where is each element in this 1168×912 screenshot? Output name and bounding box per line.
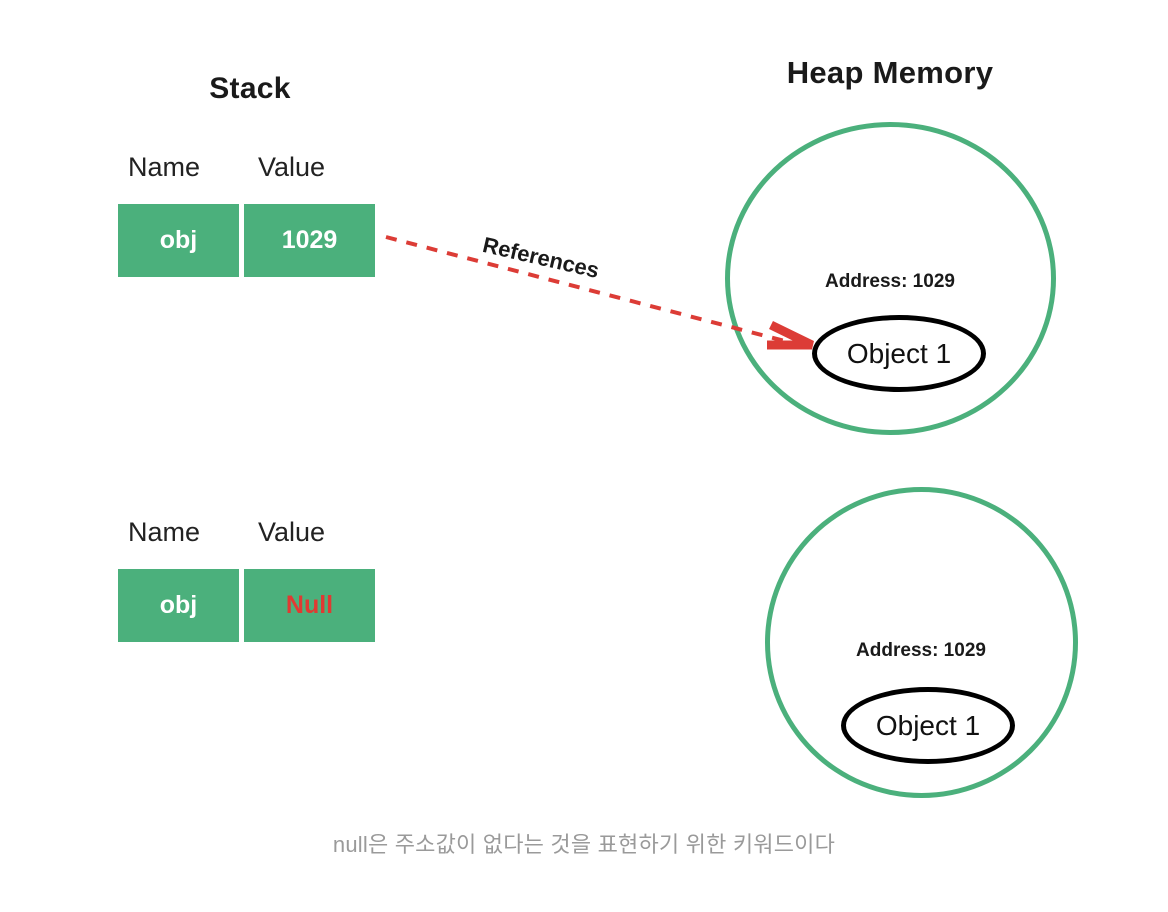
diagram-caption: null은 주소값이 없다는 것을 표현하기 위한 키워드이다: [332, 832, 836, 857]
column-header-value: Value: [258, 152, 326, 182]
stack-variable-name-1: obj: [118, 204, 239, 277]
stack-table-1: Name Value obj 1029: [118, 152, 376, 277]
stack-table-2: Name Value obj Null: [118, 517, 376, 642]
stack-header-row-2: Name Value: [118, 517, 376, 557]
heap-memory-title: Heap Memory: [786, 55, 994, 90]
stack-variable-value-2: Null: [244, 569, 375, 642]
column-header-value-2: Value: [258, 517, 326, 547]
stack-variable-value-1: 1029: [244, 204, 375, 277]
stack-header-row-1: Name Value: [118, 152, 376, 192]
column-header-name: Name: [128, 152, 201, 182]
references-label: References: [480, 232, 602, 284]
heap-object-2: Object 1: [841, 687, 1015, 764]
table-row: obj 1029: [118, 204, 376, 277]
heap-object-1: Object 1: [812, 315, 986, 392]
stack-title: Stack: [209, 72, 291, 105]
stack-variable-name-2: obj: [118, 569, 239, 642]
heap-address-label-2: Address: 1029: [856, 640, 986, 661]
column-header-name-2: Name: [128, 517, 201, 547]
heap-address-label-1: Address: 1029: [825, 271, 955, 292]
table-row: obj Null: [118, 569, 376, 642]
heap-region-circle-2: [765, 487, 1078, 798]
